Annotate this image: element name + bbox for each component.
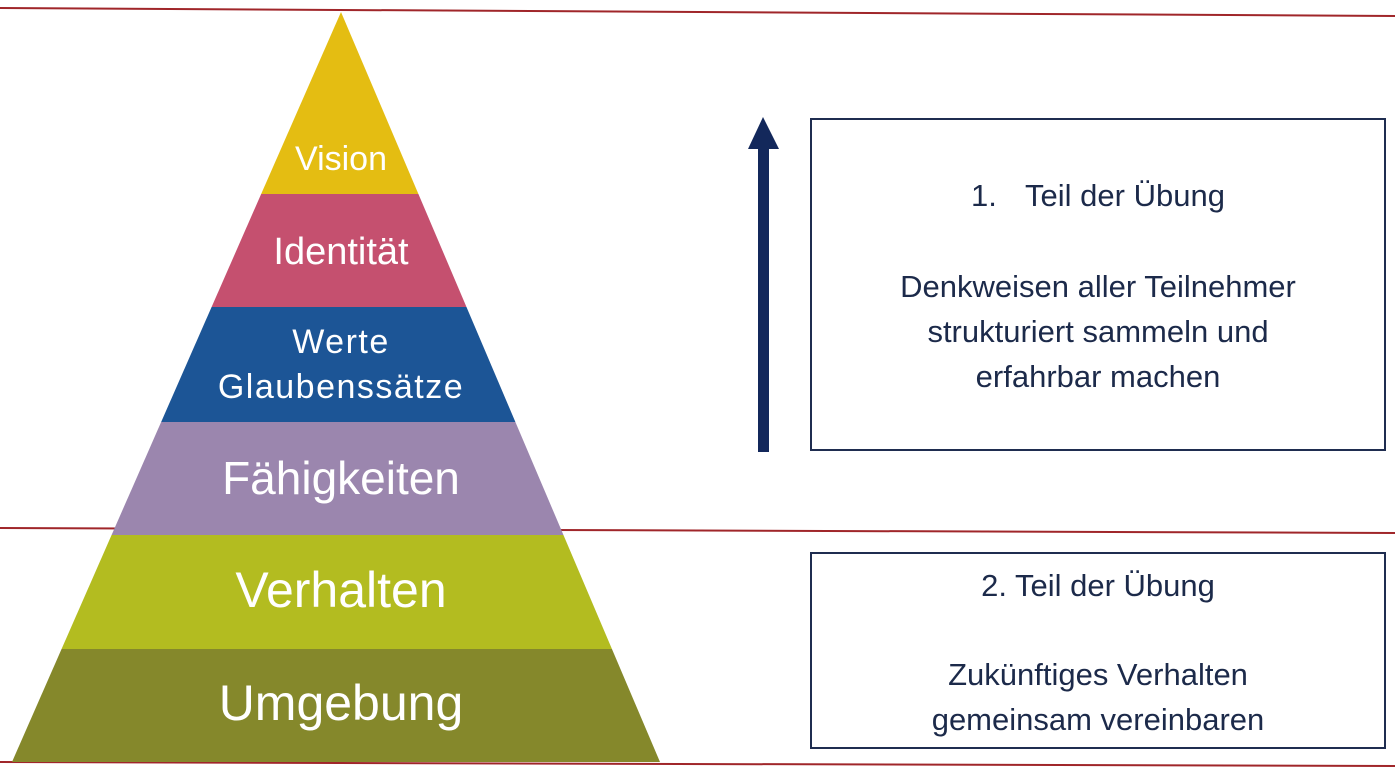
pyramid-label: Identität (273, 231, 409, 273)
part-1-heading: 1. Teil der Übung (812, 178, 1384, 214)
pyramid-level-umgebung: Umgebung (12, 649, 660, 762)
divider-line (0, 7, 1395, 17)
arrow-head (748, 117, 779, 149)
part-2-heading: 2. Teil der Übung (981, 568, 1215, 603)
pyramid-level-vision: Vision (261, 12, 419, 194)
pyramid: VisionIdentitätWerteGlaubenssätzeFähigke… (12, 12, 660, 762)
pyramid-band (261, 12, 419, 194)
part-1-line: strukturiert sammeln und (927, 314, 1269, 349)
pyramid-level-verhalten: Verhalten (61, 535, 612, 649)
pyramid-band (161, 307, 516, 422)
pyramid-label: Umgebung (219, 675, 464, 731)
pyramid-band (12, 649, 660, 762)
pyramid-label: Werte (292, 323, 390, 361)
part-1-description: Denkweisen aller Teilnehmer strukturiert… (812, 264, 1384, 399)
part-1-box: 1. Teil der Übung Denkweisen aller Teilne… (810, 118, 1386, 451)
up-arrow-icon (748, 117, 779, 452)
pyramid-band (111, 422, 564, 535)
pyramid-band (211, 194, 467, 307)
pyramid-level-faehigkeiten: Fähigkeiten (111, 422, 564, 535)
pyramid-label: Glaubenssätze (218, 368, 464, 406)
pyramid-label: Verhalten (235, 562, 446, 618)
part-2-line: Zukünftiges Verhalten (948, 657, 1248, 692)
pyramid-label: Vision (295, 140, 387, 178)
part-2-description: Zukünftiges Verhalten gemeinsam vereinba… (812, 652, 1384, 742)
divider-line (0, 761, 1395, 767)
pyramid-label: Fähigkeiten (222, 452, 460, 504)
arrow-shaft (758, 146, 769, 452)
part-2-box: 2. Teil der Übung Zukünftiges Verhalten … (810, 552, 1386, 749)
part-1-number: 1. (971, 178, 997, 213)
part-2-line: gemeinsam vereinbaren (931, 702, 1265, 737)
part-1-line: Denkweisen aller Teilnehmer (900, 269, 1296, 304)
part-1-title: Teil der Übung (1025, 178, 1225, 213)
part-1-line: erfahrbar machen (975, 359, 1221, 394)
pyramid-band (61, 535, 612, 649)
pyramid-level-identitaet: Identität (211, 194, 467, 307)
